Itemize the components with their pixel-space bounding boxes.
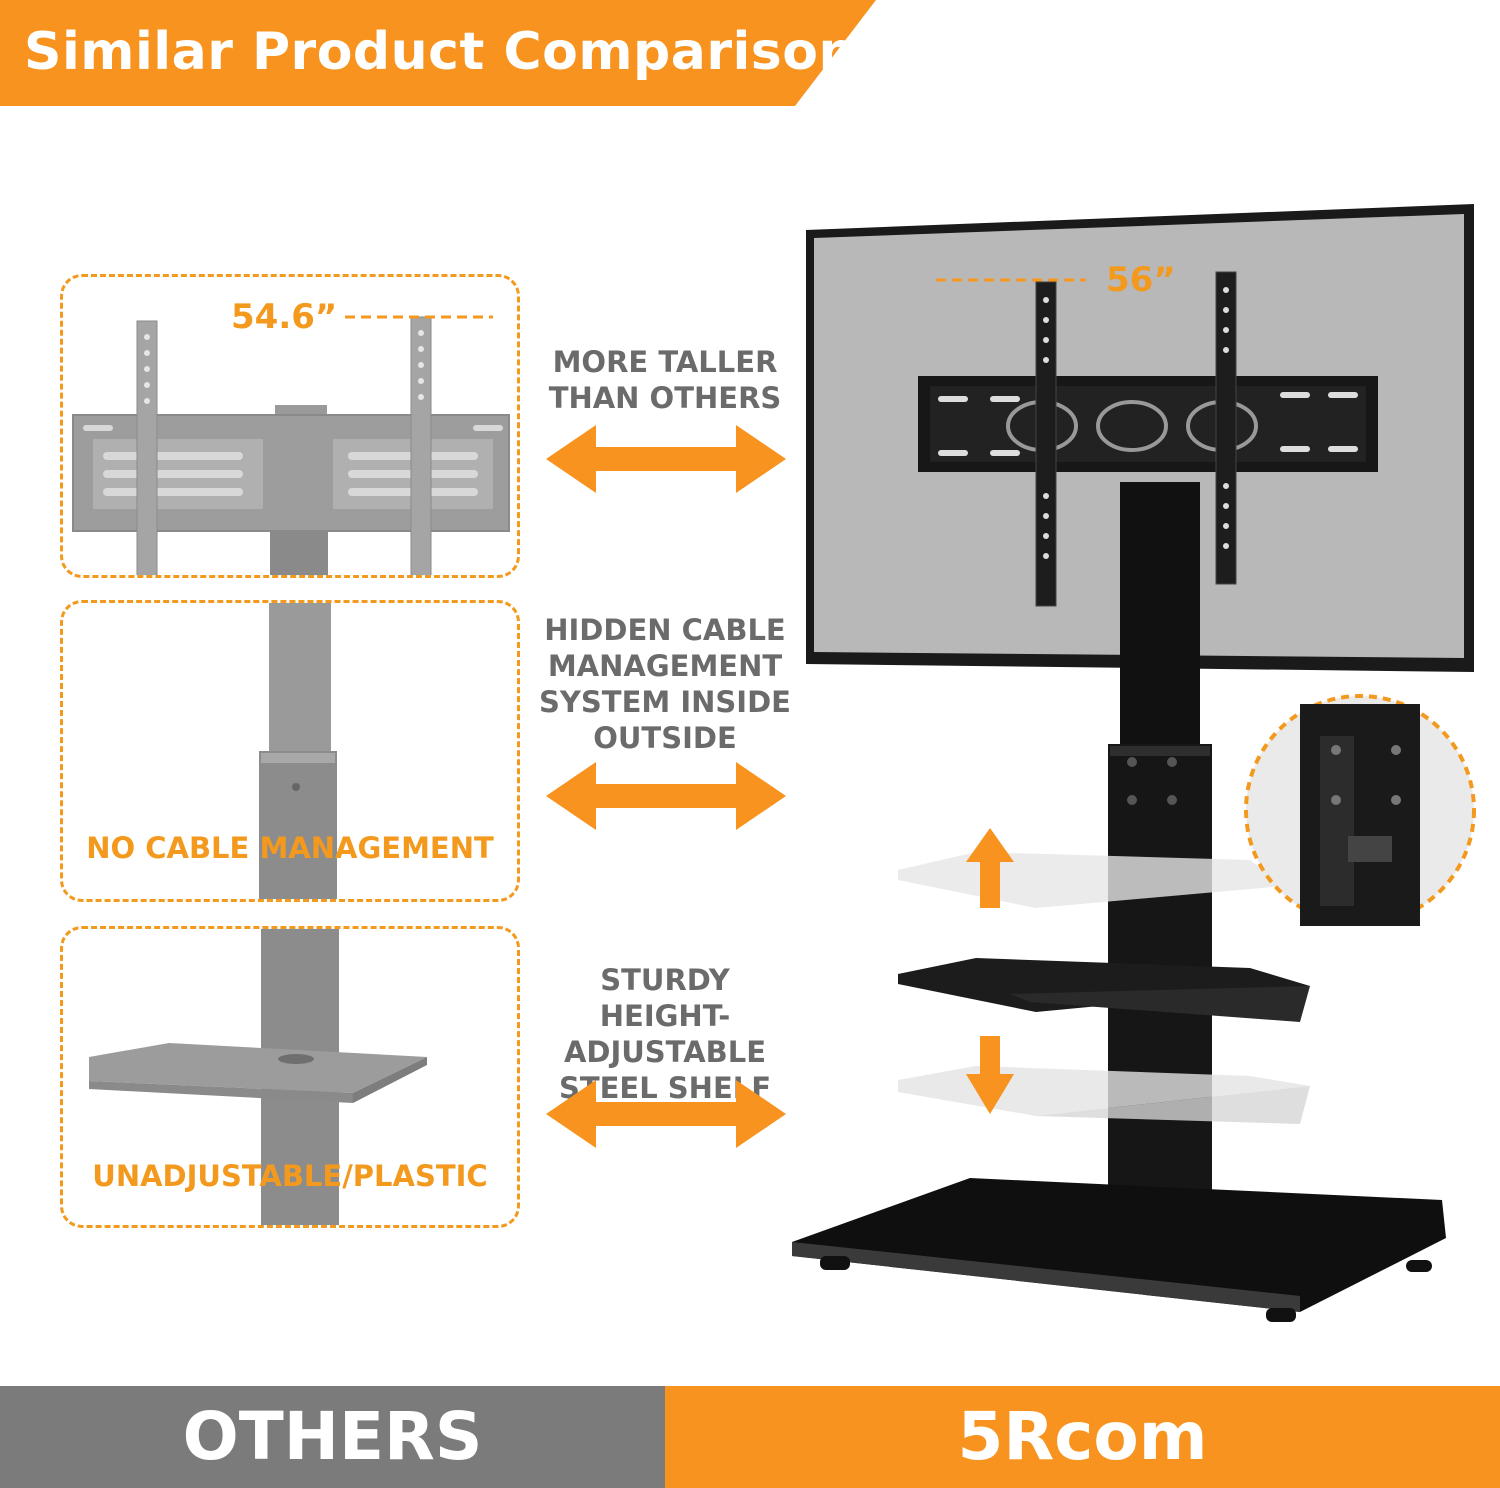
footer-others-label: OTHERS [182, 1398, 483, 1475]
comparison-cable-arrow [546, 762, 786, 830]
others-mount-panel: 54.6” [60, 274, 520, 578]
footer-others: OTHERS [0, 1386, 665, 1488]
others-mount-illustration [72, 315, 510, 575]
comparison-height-arrow [546, 425, 786, 493]
footer-brand-label: 5Rcom [957, 1398, 1208, 1475]
product-tv-stand-illustration [792, 204, 1476, 1322]
header-banner [0, 0, 876, 106]
comparison-shelf-arrow [546, 1080, 786, 1148]
others-cable-panel: NO CABLE MANAGEMENT [60, 600, 520, 902]
page-title: Similar Product Comparison [24, 22, 856, 82]
others-shelf-illustration [89, 929, 427, 1225]
others-width-label: 54.6” [231, 297, 338, 337]
footer-brand: 5Rcom [665, 1386, 1500, 1488]
others-cable-label: NO CABLE MANAGEMENT [86, 831, 494, 865]
others-shelf-label: UNADJUSTABLE/PLASTIC [92, 1159, 488, 1193]
product-width-label: 56” [1106, 260, 1176, 300]
others-shelf-panel: UNADJUSTABLE/PLASTIC [60, 926, 520, 1228]
others-pole-illustration [259, 603, 337, 899]
